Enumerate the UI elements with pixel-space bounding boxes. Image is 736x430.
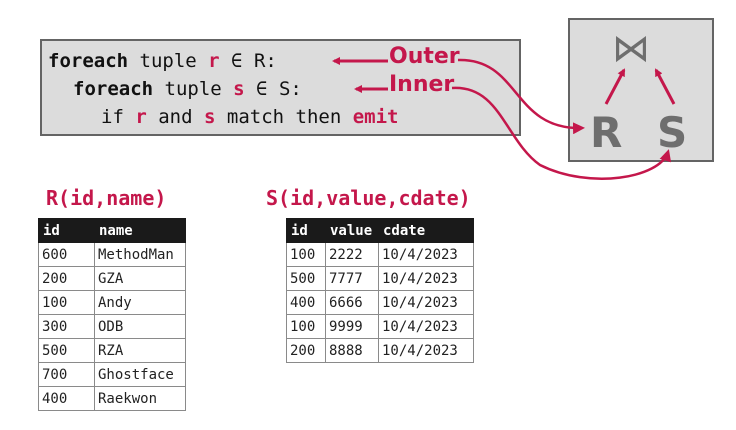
table-cell: Raekwon xyxy=(94,386,186,411)
table-cell: Andy xyxy=(94,290,186,315)
arrow-R-to-join xyxy=(604,68,626,105)
table-cell: 500 xyxy=(38,338,95,363)
colon: : xyxy=(265,50,277,72)
table-cell: 10/4/2023 xyxy=(378,290,474,315)
table-cell: RZA xyxy=(94,338,186,363)
column-header: cdate xyxy=(378,218,474,243)
code-text: match then xyxy=(215,106,353,128)
element-of: ∈ xyxy=(244,78,279,100)
table-cell: 200 xyxy=(38,266,95,291)
query-plan-box xyxy=(568,18,714,162)
plan-relation-S: S xyxy=(657,108,688,157)
arrow-inner-to-S xyxy=(451,86,672,180)
table-cell: Ghostface xyxy=(94,362,186,387)
table-cell: 6666 xyxy=(325,290,379,315)
table-cell: 500 xyxy=(286,266,326,291)
table-cell: 400 xyxy=(38,386,95,411)
table-cell: 300 xyxy=(38,314,95,339)
table-cell: 400 xyxy=(286,290,326,315)
table-cell: 7777 xyxy=(325,266,379,291)
keyword-foreach: foreach xyxy=(73,78,154,100)
table-cell: 100 xyxy=(286,242,326,267)
set-R: R xyxy=(253,50,266,72)
table-cell: 100 xyxy=(286,314,326,339)
table-cell: 10/4/2023 xyxy=(378,242,474,267)
arrow-outer-to-R xyxy=(457,58,585,135)
table-cell: ODB xyxy=(94,314,186,339)
var-s: s xyxy=(203,106,216,128)
column-header: value xyxy=(325,218,379,243)
table-cell: 600 xyxy=(38,242,95,267)
table-cell: 10/4/2023 xyxy=(378,266,474,291)
code-line-inner: foreach tuple s ∈ S: xyxy=(73,77,302,101)
code-box: foreach tuple r ∈ R: foreach tuple s ∈ S… xyxy=(40,39,521,136)
table-r-title: R(id,name) xyxy=(46,186,167,210)
element-of: ∈ xyxy=(219,50,254,72)
label-outer: Outer xyxy=(389,44,460,69)
table-cell: 2222 xyxy=(325,242,379,267)
table-s-title: S(id,value,cdate) xyxy=(266,186,471,210)
set-S: S xyxy=(278,78,291,100)
code-line-emit: if r and s match then emit xyxy=(101,105,398,129)
plan-relation-R: R xyxy=(590,108,623,157)
arrow-S-to-join xyxy=(654,68,676,105)
table-cell: 9999 xyxy=(325,314,379,339)
table-cell: 10/4/2023 xyxy=(378,314,474,339)
var-r: r xyxy=(208,50,220,72)
code-text: tuple xyxy=(153,78,234,100)
label-inner: Inner xyxy=(389,72,455,97)
table-cell: 8888 xyxy=(325,338,379,363)
code-text: tuple xyxy=(128,50,209,72)
table-cell: 700 xyxy=(38,362,95,387)
column-header: name xyxy=(94,218,186,243)
var-s: s xyxy=(233,78,245,100)
table-s-header: id value cdate xyxy=(286,218,474,243)
code-line-outer: foreach tuple r ∈ R: xyxy=(48,49,277,73)
table-cell: 10/4/2023 xyxy=(378,338,474,363)
column-header: id xyxy=(38,218,95,243)
table-cell: GZA xyxy=(94,266,186,291)
table-r-header: id name xyxy=(38,218,186,243)
table-cell: MethodMan xyxy=(94,242,186,267)
keyword-emit: emit xyxy=(352,106,399,128)
join-icon: ⋈ xyxy=(612,26,650,70)
table-cell: 100 xyxy=(38,290,95,315)
keyword-foreach: foreach xyxy=(48,50,129,72)
code-text: and xyxy=(146,106,204,128)
code-text: if xyxy=(101,106,136,128)
var-r: r xyxy=(135,106,147,128)
colon: : xyxy=(290,78,302,100)
column-header: id xyxy=(286,218,326,243)
table-cell: 200 xyxy=(286,338,326,363)
